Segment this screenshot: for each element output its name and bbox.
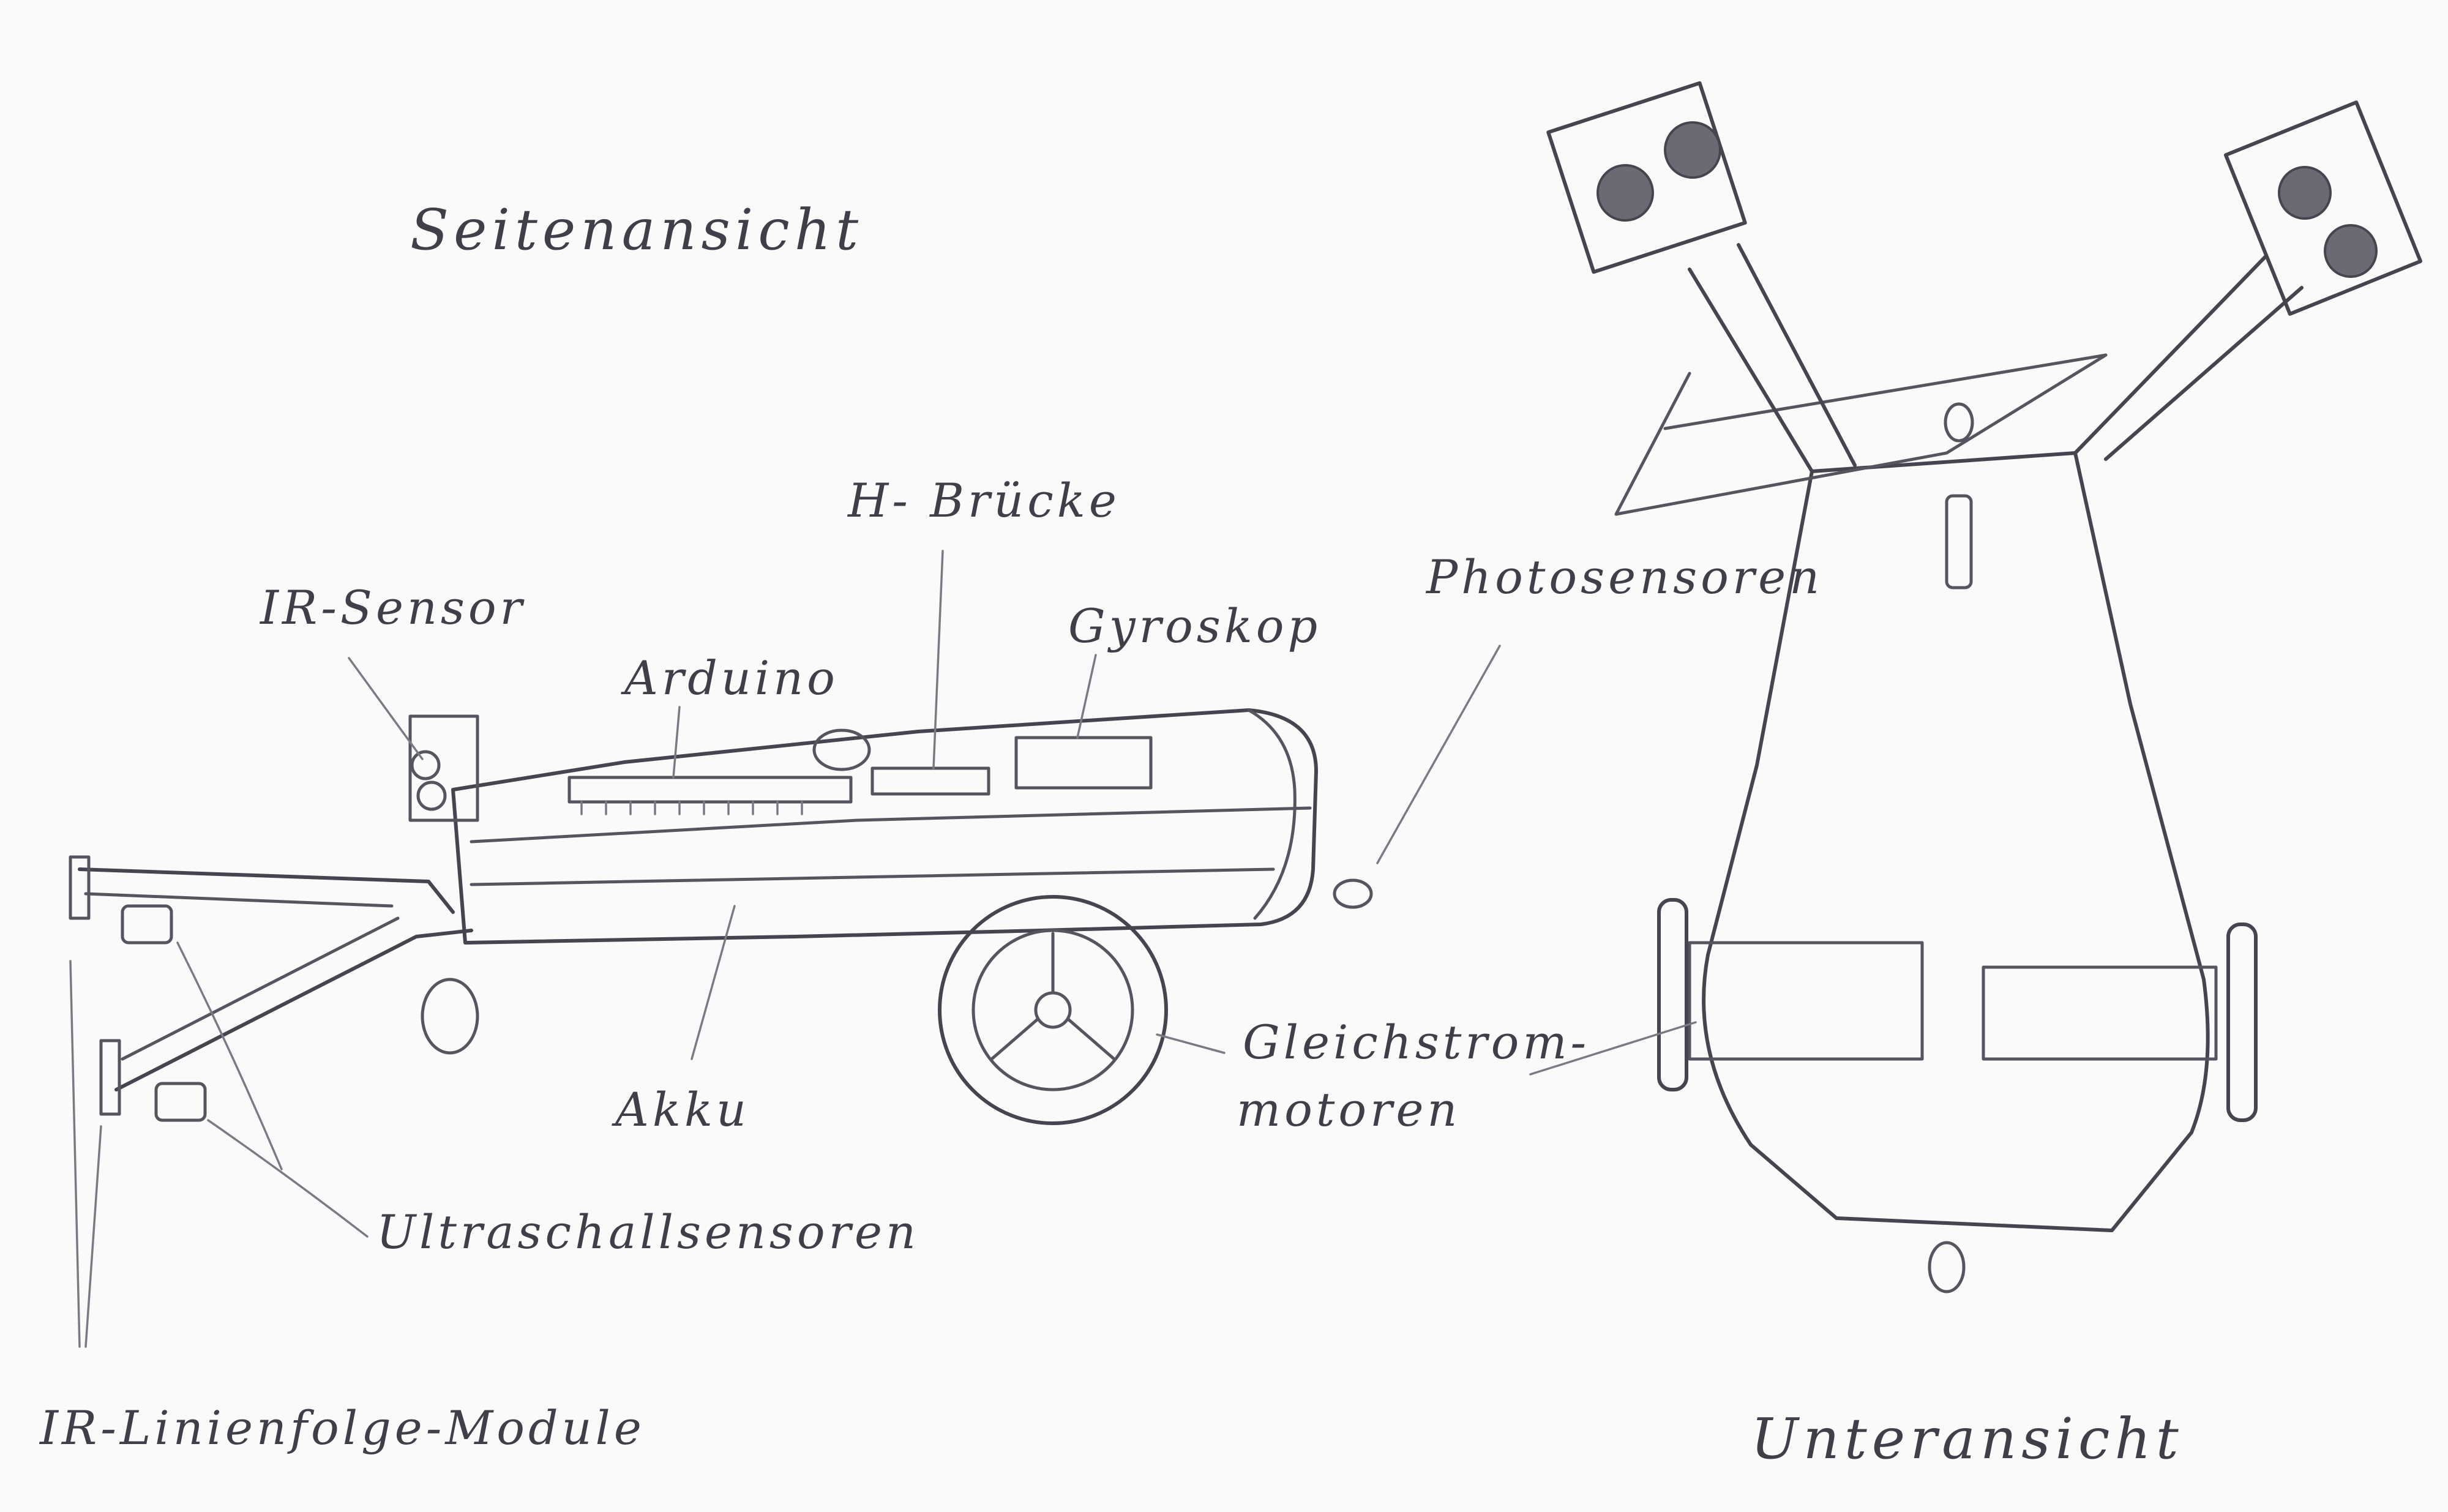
chassis-deck-line bbox=[470, 806, 1312, 844]
rear-caster bbox=[1928, 1241, 1966, 1293]
arduino-board bbox=[567, 776, 853, 804]
bottom-ir-sensor bbox=[1945, 494, 1973, 589]
chassis-front-curve bbox=[1247, 708, 1297, 920]
drive-wheel bbox=[938, 895, 1168, 1125]
arduino-pins bbox=[580, 801, 803, 815]
bottom-view-title: Unteransicht bbox=[1751, 1406, 2184, 1472]
label-photosensors: Photosensoren bbox=[1426, 550, 1824, 604]
leader-ir-sensor bbox=[348, 657, 424, 760]
ir-sensor-emitter bbox=[410, 750, 441, 780]
ultrasonic-sensor-upper bbox=[121, 904, 173, 945]
side-view-drawing bbox=[69, 550, 1501, 1348]
label-dc-motors-1: Gleichstrom- bbox=[1243, 1015, 1590, 1069]
wheel-left bbox=[1657, 898, 1688, 1091]
ir-sensor-receiver bbox=[416, 780, 447, 811]
chassis-body bbox=[451, 708, 1318, 945]
motor-left bbox=[1688, 941, 1924, 1061]
leader-line-module-lower bbox=[84, 1125, 102, 1348]
label-arduino: Arduino bbox=[624, 651, 839, 705]
photosensor-arm-left bbox=[1688, 243, 1857, 473]
lower-front-strut bbox=[114, 929, 473, 1091]
drive-wheel-spokes bbox=[990, 932, 1116, 1061]
leader-ultrasonic-upper bbox=[176, 941, 283, 1170]
chassis-mid-line bbox=[470, 867, 1275, 886]
leader-arduino bbox=[672, 706, 681, 779]
photosensor-arm-right bbox=[2073, 255, 2304, 461]
lower-front-strut-edge bbox=[121, 916, 400, 1061]
drive-wheel-rim bbox=[971, 929, 1134, 1091]
leader-ultrasonic-lower bbox=[207, 1119, 369, 1238]
upper-front-strut bbox=[78, 867, 455, 914]
photosensor-left-cell-1 bbox=[1596, 164, 1654, 222]
ultrasonic-sensor-lower bbox=[154, 1082, 207, 1122]
leader-line-module-upper bbox=[69, 960, 81, 1348]
bottom-plane bbox=[1614, 353, 2108, 516]
label-dc-motors-2: motoren bbox=[1237, 1082, 1461, 1137]
line-module-upper bbox=[69, 855, 91, 920]
ir-sensor-block bbox=[408, 714, 479, 822]
photosensor-side bbox=[1333, 878, 1373, 909]
wheel-right bbox=[2226, 923, 2258, 1122]
label-battery: Akku bbox=[615, 1082, 750, 1137]
label-ir-sensor: IR-Sensor bbox=[260, 580, 526, 635]
leader-motor-bottom bbox=[1529, 1021, 1697, 1076]
label-ir-line-modules: IR-Linienfolge-Module bbox=[40, 1401, 645, 1455]
bottom-view-drawing bbox=[1529, 81, 2423, 1293]
h-bridge-heatsink bbox=[812, 728, 871, 771]
upper-front-strut-edge bbox=[84, 892, 394, 908]
label-gyroscope: Gyroskop bbox=[1068, 599, 1322, 653]
leader-battery bbox=[691, 905, 736, 1060]
bottom-ir-led bbox=[1944, 402, 1974, 443]
bottom-chassis bbox=[1702, 451, 2210, 1232]
photosensor-left-cell-2 bbox=[1664, 121, 1721, 179]
leader-photosensor-side bbox=[1376, 645, 1501, 864]
photosensor-head-left bbox=[1546, 81, 1747, 274]
leader-motor-side bbox=[1156, 1033, 1226, 1054]
caster-wheel bbox=[421, 978, 479, 1055]
motor-right bbox=[1982, 965, 2218, 1061]
gyroscope-module bbox=[1014, 736, 1153, 790]
photosensor-right-cell-2 bbox=[2324, 224, 2378, 278]
label-ultrasonic-sensors: Ultraschallsensoren bbox=[376, 1205, 919, 1259]
leader-gyroscope bbox=[1076, 654, 1097, 739]
drive-wheel-hub bbox=[1034, 991, 1072, 1029]
photosensor-right-cell-1 bbox=[2278, 166, 2332, 220]
leader-h-bridge bbox=[932, 550, 944, 769]
label-h-bridge: H- Brücke bbox=[848, 473, 1120, 528]
photosensor-head-right bbox=[2223, 100, 2423, 316]
side-view-title: Seitenansicht bbox=[410, 197, 864, 263]
h-bridge-module bbox=[870, 766, 990, 796]
line-module-lower bbox=[99, 1039, 121, 1116]
